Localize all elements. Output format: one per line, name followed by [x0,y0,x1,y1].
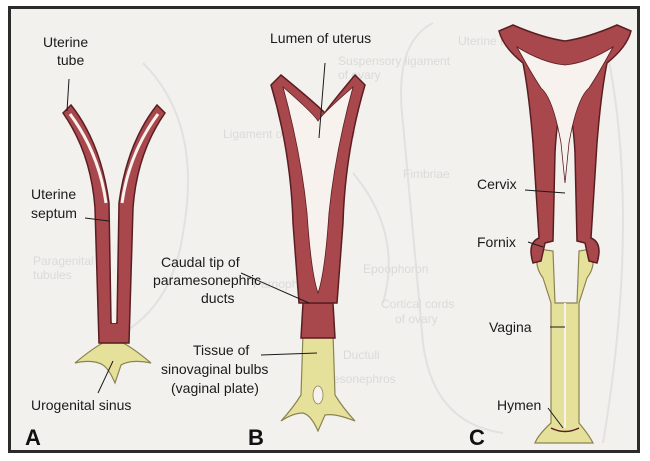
ghost-fimbriae: Fimbriae [403,167,450,181]
label-tissue-2: sinovaginal bulbs [161,361,268,377]
caudal-tip-shape [301,303,335,338]
ghost-cortical-1: Cortical cords [381,297,454,311]
label-uterine-septum-2: septum [31,205,77,221]
urogenital-sinus-shape [75,343,151,383]
label-uterine-tube-1: Uterine [43,34,88,50]
label-caudal-tip-2: paramesonephric [153,272,261,288]
panel-letter-c: C [469,425,485,450]
panel-a-drawing [63,105,165,383]
panel-letter-b: B [248,425,264,450]
label-vagina: Vagina [489,319,532,335]
label-uterine-septum-1: Uterine [31,186,76,202]
label-tissue-3: (vaginal plate) [171,380,259,396]
figure-frame: Fimbriae Suspensory ligament of ovary Li… [8,6,640,453]
label-lumen-of-uterus: Lumen of uterus [270,30,371,46]
ghost-ductuli: Ductuli [343,348,380,362]
label-cervix: Cervix [477,176,517,192]
label-caudal-tip-1: Caudal tip of [161,254,240,270]
ghost-epoophoron: Epoophoron [363,262,428,276]
label-fornix: Fornix [477,234,516,250]
label-tissue-1: Tissue of [193,342,249,358]
label-uterine-tube-2: tube [57,52,84,68]
label-hymen: Hymen [497,397,541,413]
ghost-suspensory-1: Suspensory ligament [338,54,451,68]
ghost-cortical-2: of ovary [395,312,438,326]
panel-letter-a: A [25,425,41,450]
label-caudal-tip-3: ducts [201,290,234,306]
panel-c-drawing [499,25,631,443]
ghost-paragenital: Paragenital [33,254,94,268]
label-urogenital-sinus: Urogenital sinus [31,397,131,413]
uterus-development-diagram: Fimbriae Suspensory ligament of ovary Li… [11,9,640,453]
ghost-tubules: tubules [33,268,72,282]
